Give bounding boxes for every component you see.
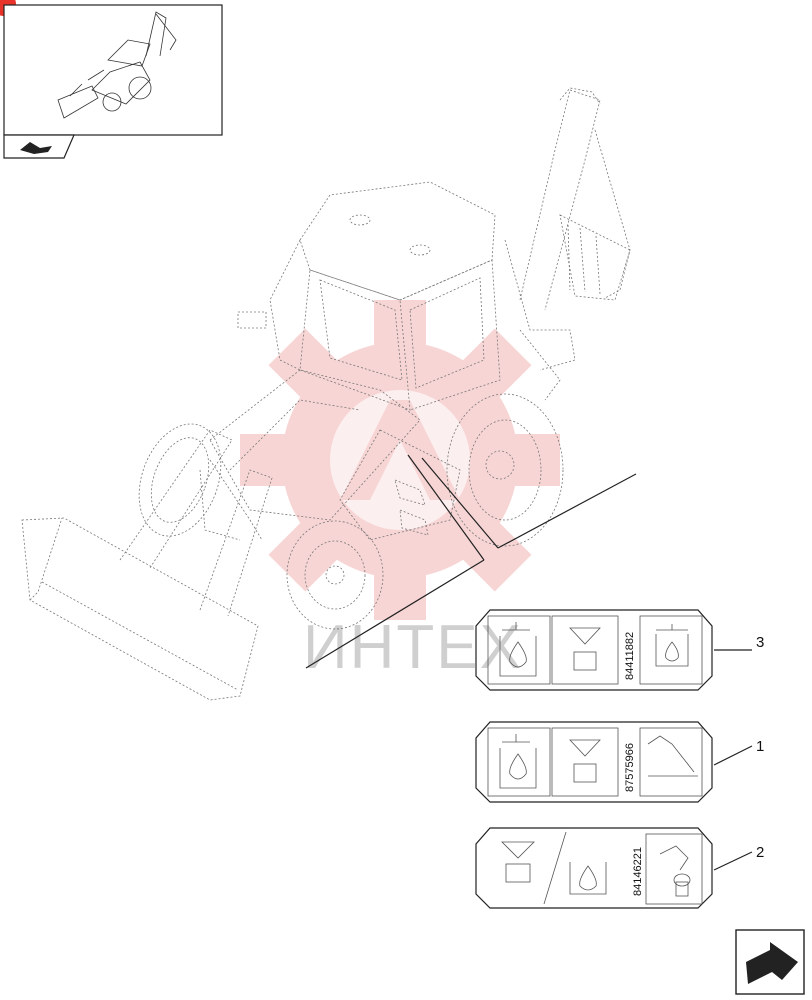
decal-1[interactable]: 87575966 1 — [475, 721, 764, 803]
item-number: 2 — [756, 844, 764, 861]
backhoe-loader-thumbnail — [57, 11, 177, 119]
next-page-arrow-icon[interactable] — [735, 929, 805, 995]
oil-drop-icon — [569, 862, 607, 895]
oil-drop-icon — [499, 734, 537, 789]
dipstick-icon — [647, 735, 698, 777]
part-number: 87575966 — [624, 743, 636, 792]
item-number: 3 — [756, 634, 764, 651]
callout-lines — [305, 454, 753, 871]
thumbnail-frame[interactable] — [3, 4, 223, 159]
hand-pointer-icon — [20, 142, 52, 154]
watermark-logo — [240, 300, 560, 620]
part-number: 84411882 — [624, 632, 636, 680]
decal-2[interactable]: 84146221 2 — [475, 827, 764, 909]
item-number: 1 — [756, 738, 764, 755]
reservoir-icon — [655, 624, 689, 667]
oil-drop-icon — [499, 622, 537, 677]
part-number: 84146221 — [632, 847, 644, 896]
funnel-icon — [569, 627, 601, 671]
backhoe-loader-drawing — [21, 87, 631, 701]
funnel-icon — [569, 739, 601, 783]
decal-3[interactable]: 84411882 3 — [475, 609, 764, 691]
filler-cap-icon — [659, 845, 691, 897]
watermark-text: ИНТЕХ — [303, 613, 523, 682]
funnel-icon — [501, 841, 535, 883]
